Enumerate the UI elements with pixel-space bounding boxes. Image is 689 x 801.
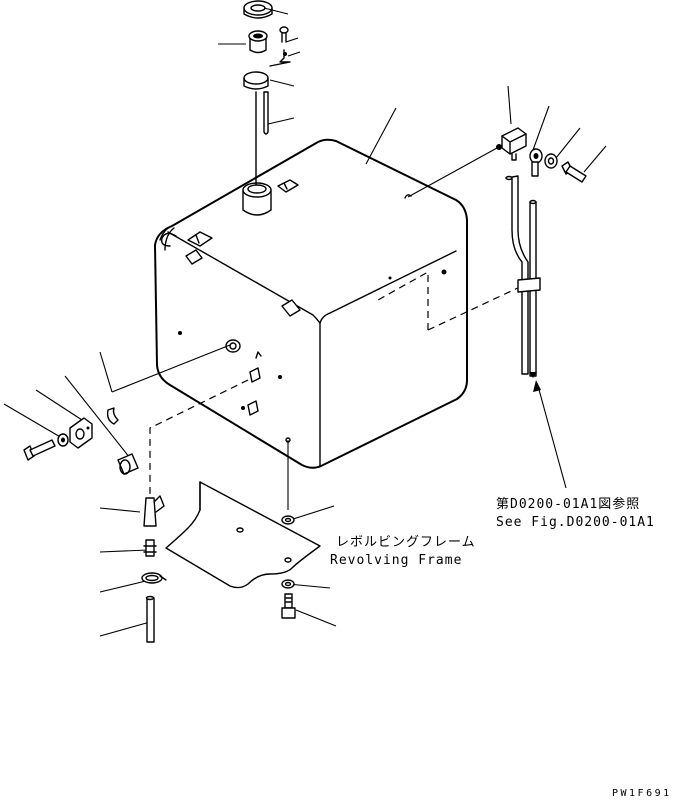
connector-nipple: [143, 539, 157, 557]
internal-suction-pipe: [149, 379, 249, 500]
bolt-hole: [388, 276, 392, 280]
bolt-hole: [241, 406, 245, 410]
revolving-frame-plate: [165, 481, 321, 589]
breather-tab: [255, 351, 262, 359]
hose-clip: [247, 400, 259, 416]
internal-return-pipe: [377, 270, 523, 331]
drain-washer: [57, 433, 69, 447]
hose-clip: [249, 367, 261, 383]
drain-plug-assembly: [23, 407, 139, 475]
reference-arrow: [533, 380, 567, 489]
washer: [544, 153, 558, 169]
frame-label-jp: レボルビングフレーム: [336, 535, 476, 550]
banjo-eye: [529, 148, 543, 177]
drain-plug: [106, 407, 119, 425]
cap-adapter: [248, 30, 268, 54]
drain-bolt: [23, 439, 56, 461]
filler-neck: [242, 182, 272, 216]
banjo-bolt: [561, 161, 587, 183]
fuel-cap: [243, 0, 273, 19]
mount-washer-upper: [281, 515, 295, 525]
mount-bolt: [281, 593, 296, 619]
drawing-code: PW1F691: [612, 788, 672, 799]
drain-cap: [117, 453, 139, 475]
hose-clamp: [141, 572, 167, 584]
frame-label-en: Revolving Frame: [330, 553, 462, 568]
callout-leaders: [3, 7, 607, 637]
gauge-port: [225, 339, 241, 353]
bracket-left: [187, 231, 213, 247]
bolt-hole: [441, 269, 447, 275]
return-hoses: [505, 175, 541, 378]
bolt-hole: [278, 375, 282, 379]
fuel-cap-assembly: [243, 0, 291, 186]
mount-block-front: [281, 299, 301, 317]
bolt-hole: [178, 331, 182, 335]
drain-flange: [69, 417, 93, 449]
suction-hose: [145, 595, 155, 643]
cap-screw: [269, 26, 291, 67]
suction-line-parts: [141, 495, 167, 643]
elbow-fitting: [496, 127, 527, 161]
cock-valve: [143, 495, 165, 527]
bracket-top: [277, 179, 299, 193]
mount-washer-lower: [281, 579, 295, 589]
strainer: [243, 71, 269, 186]
lifting-eye-left: [160, 232, 177, 247]
fuel-tank: [149, 138, 523, 500]
mount-block-left: [185, 249, 203, 265]
reference-note-en: See Fig.D0200-01A1: [496, 515, 655, 530]
reference-note-jp: 第D0200-01A1図参照: [496, 496, 640, 512]
